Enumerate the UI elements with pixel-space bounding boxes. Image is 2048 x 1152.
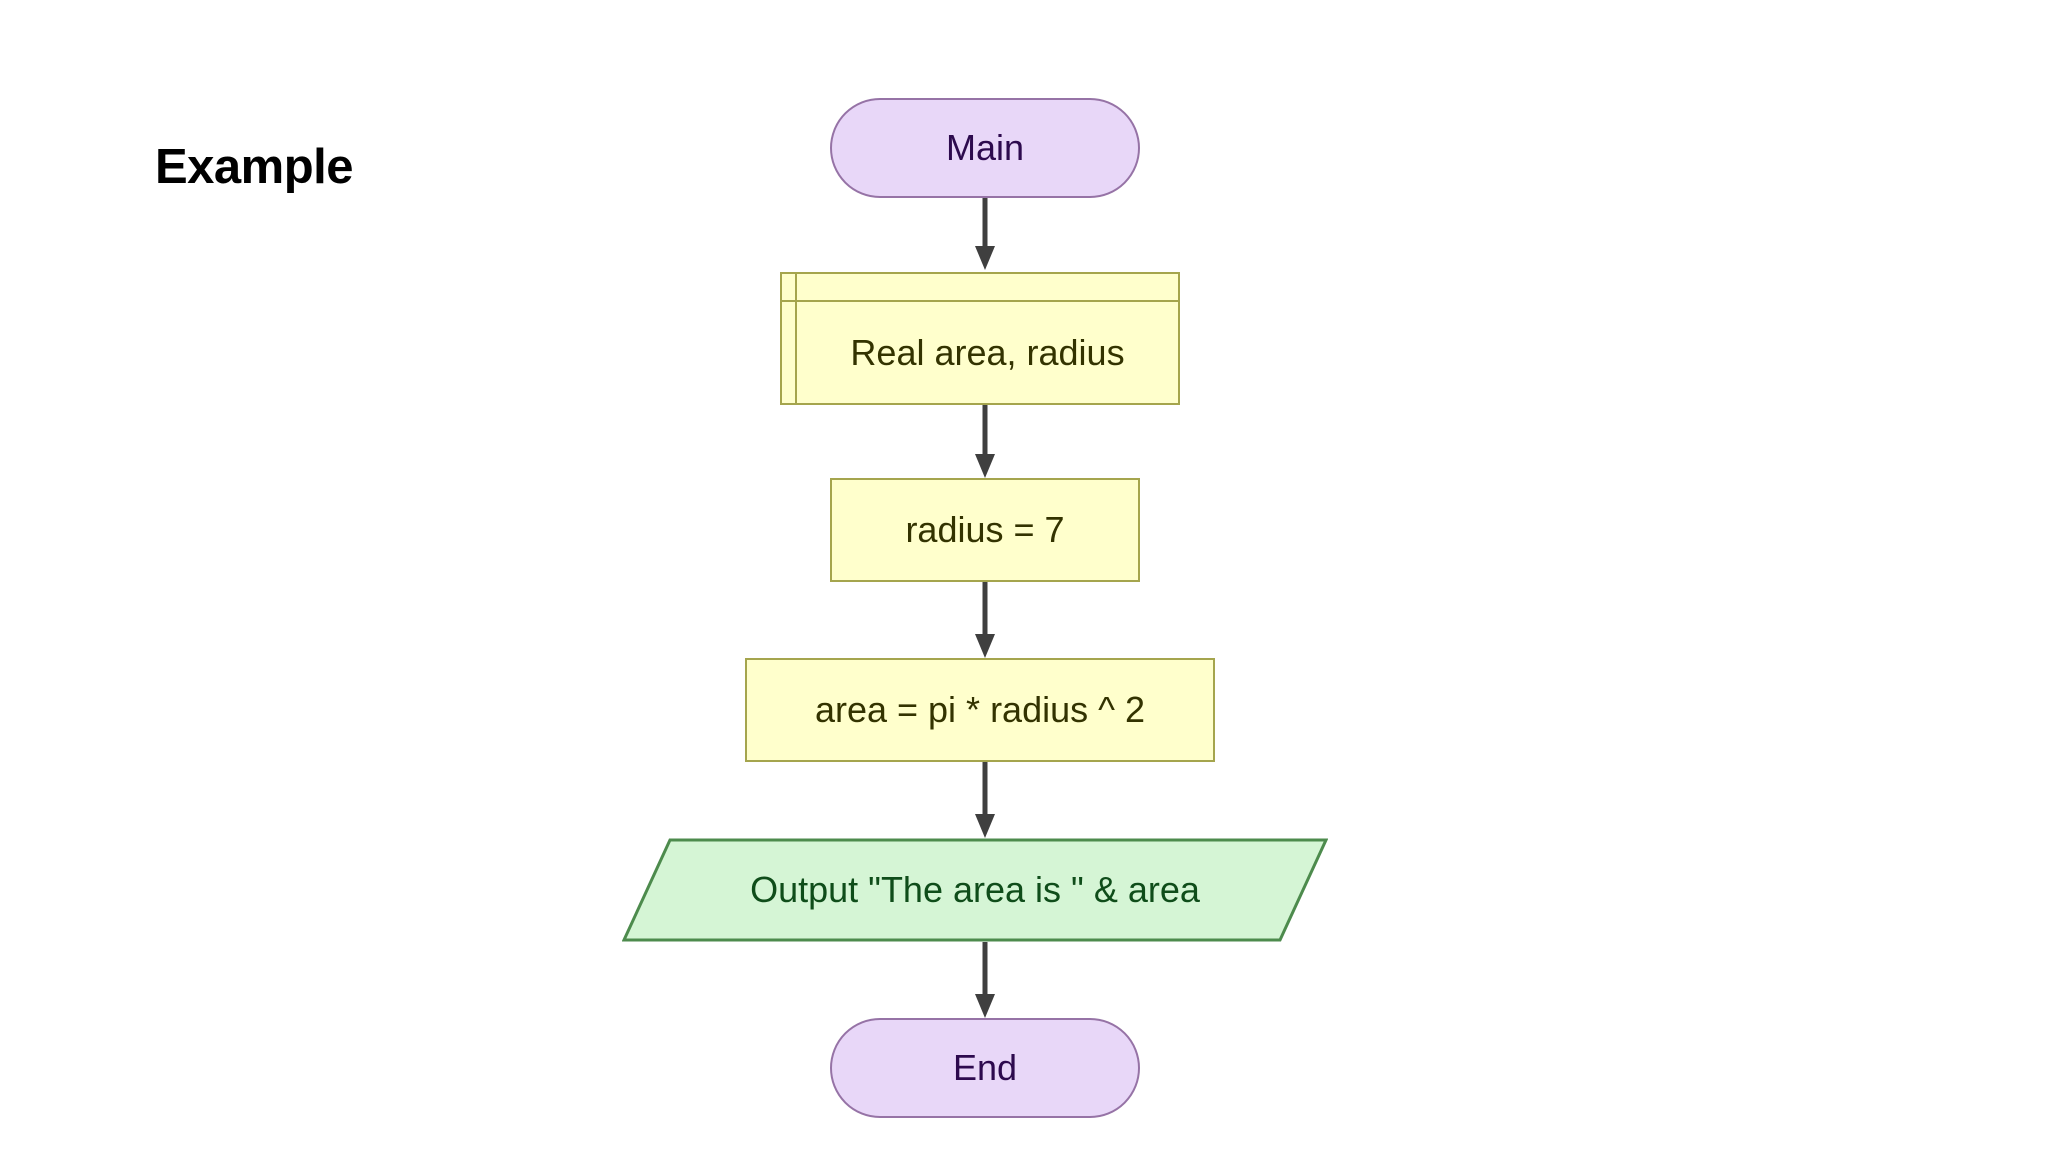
page-title: Example: [155, 140, 354, 194]
node-declare-label: Real area, radius: [850, 331, 1125, 373]
connector-assign-to-compute: [975, 582, 995, 660]
connector-output-to-end: [975, 942, 995, 1020]
node-assign-radius[interactable]: radius = 7: [830, 478, 1140, 582]
connector-compute-to-output: [975, 762, 995, 840]
node-output-label: Output "The area is " & area: [750, 869, 1200, 910]
node-start-label: Main: [945, 127, 1025, 168]
parallelogram-shape: [622, 838, 1328, 942]
node-compute-label: area = pi * radius ^ 2: [814, 689, 1146, 730]
declaration-left-column: [782, 274, 797, 403]
node-start-main[interactable]: Main: [830, 98, 1140, 198]
declaration-body: Real area, radius: [797, 302, 1178, 403]
declaration-top-band: [782, 274, 1178, 302]
node-compute-area[interactable]: area = pi * radius ^ 2: [745, 658, 1215, 762]
node-end-terminal[interactable]: End: [830, 1018, 1140, 1118]
connector-start-to-declare: [975, 198, 995, 272]
node-end-label: End: [952, 1047, 1018, 1088]
node-declare-variables[interactable]: Real area, radius: [780, 272, 1180, 405]
node-assign-label: radius = 7: [905, 509, 1065, 550]
connector-declare-to-assign: [975, 405, 995, 480]
node-output-statement[interactable]: Output "The area is " & area: [622, 838, 1328, 942]
